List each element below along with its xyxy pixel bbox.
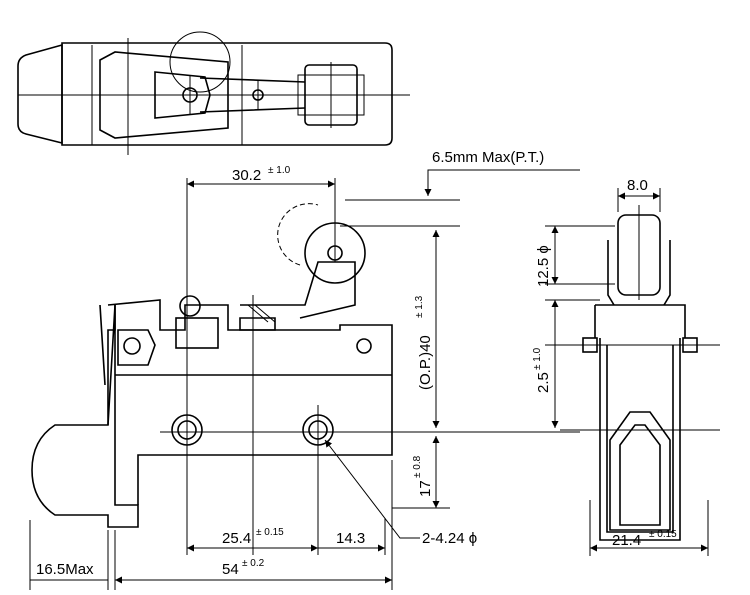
- top-lever: [199, 77, 306, 113]
- top-housing: [61, 42, 393, 146]
- dimension-lines: [29, 169, 709, 590]
- dimension-labels: 30.2 ± 1.0 6.5mm Max(P.T.) 8.0 12.5 ϕ (O…: [36, 149, 677, 578]
- dim-25-4: 25.4: [222, 530, 251, 547]
- dim-op-40: (O.P.)40: [417, 335, 434, 390]
- dim-30-2-tol: ± 1.0: [268, 165, 291, 176]
- dim-54-tol: ± 0.2: [242, 558, 265, 569]
- top-plunger-cap: [17, 43, 63, 145]
- side-actuator-block: [175, 317, 219, 349]
- dim-16-5: 16.5Max: [36, 561, 94, 578]
- dim-op-40-tol: ± 1.3: [414, 295, 425, 318]
- dim-2-5: 2.5: [535, 372, 552, 393]
- dim-17-tol: ± 0.8: [412, 455, 423, 478]
- dim-8-0: 8.0: [627, 177, 648, 194]
- dim-21-4-tol: ± 0.15: [649, 529, 677, 540]
- dim-12-5: 12.5 ϕ: [535, 245, 552, 287]
- dim-pretravel: 6.5mm Max(P.T.): [432, 149, 544, 166]
- dim-21-4: 21.4: [612, 532, 641, 549]
- dim-54: 54: [222, 561, 239, 578]
- end-view: [545, 205, 720, 541]
- dim-17: 17: [417, 480, 434, 497]
- side-roller-travel: [277, 203, 319, 266]
- end-lever-bracket: [594, 304, 686, 338]
- dim-14-3: 14.3: [336, 530, 365, 547]
- top-view: [17, 31, 410, 155]
- side-view: [31, 178, 580, 555]
- end-body: [599, 338, 681, 541]
- top-bracket: [99, 51, 229, 139]
- side-lever: [240, 261, 356, 319]
- end-plunger-outline: [609, 411, 671, 531]
- side-spring-arm: [99, 304, 106, 386]
- dim-2-5-tol: ± 1.0: [532, 347, 543, 370]
- dim-mount-holes: 2-4.24 ϕ: [422, 530, 477, 547]
- side-plunger: [31, 304, 139, 528]
- dim-25-4-tol: ± 0.15: [256, 527, 284, 538]
- dim-30-2: 30.2: [232, 167, 261, 184]
